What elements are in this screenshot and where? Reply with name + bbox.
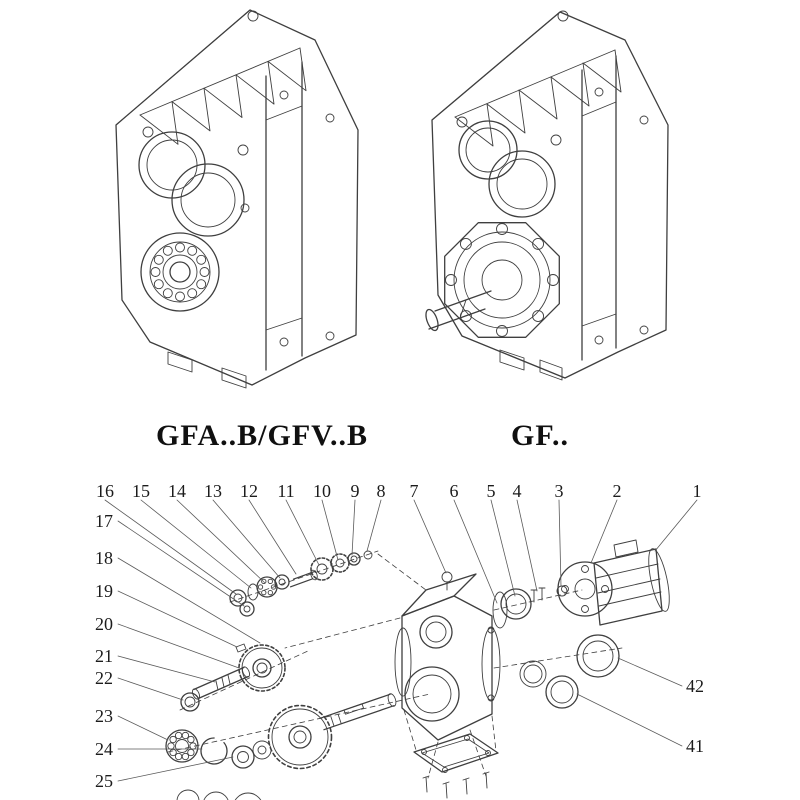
part-number-4: 4 [512,481,522,501]
part-number-19: 19 [95,581,113,601]
housing-drawing [394,571,501,741]
model-label-left: GFA..B/GFV..B [156,419,368,452]
part-number-1: 1 [692,481,702,501]
part-number-20: 20 [95,614,113,634]
part-number-12: 12 [240,481,258,501]
part-number-18: 18 [95,548,113,568]
part-number-10: 10 [313,481,331,501]
cover-plate-and-bolts [413,733,499,799]
part-number-22: 22 [95,668,113,688]
output-cover-rings [519,634,620,709]
part-number-3: 3 [554,481,564,501]
part-number-5: 5 [486,481,496,501]
intermediate-gear-parts [180,643,286,712]
part-number-13: 13 [204,481,222,501]
part-number-24: 24 [95,739,113,759]
output-shaft-parts [165,693,397,770]
model-label-right: GF.. [511,419,569,452]
part-number-8: 8 [376,481,386,501]
leader-lines [104,499,698,782]
part-number-14: 14 [168,481,186,501]
part-number-16: 16 [96,481,114,501]
cutoff-bottom-parts [176,789,262,800]
part-number-15: 15 [132,481,150,501]
part-number-25: 25 [95,771,113,791]
part-number-6: 6 [449,481,459,501]
part-number-17: 17 [95,511,113,531]
part-number-11: 11 [277,481,295,501]
part-number-9: 9 [350,481,360,501]
gearbox-right-drawing [425,10,669,381]
assembly-axis-lines [167,550,623,779]
part-number-23: 23 [95,706,113,726]
part-number-2: 2 [612,481,622,501]
part-number-41: 41 [686,736,704,756]
exploded-view-drawing [165,539,670,800]
motor-assembly [492,539,670,629]
input-shaft-parts [229,550,373,617]
part-number-42: 42 [686,676,704,696]
part-number-7: 7 [409,481,419,501]
gearbox-left-drawing [115,9,359,389]
part-number-21: 21 [95,646,113,666]
